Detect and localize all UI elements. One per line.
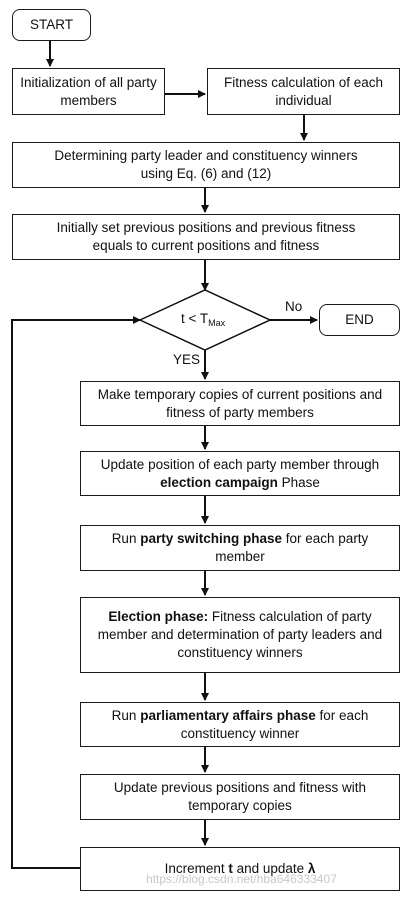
- election-text-post: Fitness calculation of party member and …: [97, 609, 383, 660]
- campaign-text-pre: Update position of each party member thr…: [100, 456, 380, 472]
- copies-box: Make temporary copies of current positio…: [80, 381, 400, 426]
- decision-diamond: [138, 289, 272, 351]
- increment-text-lambda: λ: [307, 861, 316, 876]
- parliament-text-pre: Run: [111, 707, 141, 723]
- switching-text-post: for each party member: [215, 531, 369, 564]
- yes-label: YES: [173, 352, 201, 367]
- campaign-text-post: Phase: [277, 474, 320, 490]
- switching-box: Run party switching phase for each party…: [80, 525, 400, 571]
- start-node-label: START: [29, 17, 73, 32]
- init-box-label: Initialization of all party members: [20, 74, 157, 108]
- init-box: Initialization of all party members: [12, 68, 165, 115]
- increment-text-mid: and update: [232, 861, 308, 876]
- condition-label: t < TMax: [181, 311, 225, 328]
- increment-text-pre: Increment: [164, 861, 229, 876]
- switching-box-label: Run party switching phase for each party…: [87, 530, 393, 566]
- initset-box: Initially set previous positions and pre…: [12, 214, 400, 260]
- election-box: Election phase: Fitness calculation of p…: [80, 597, 400, 673]
- increment-text-t: t: [228, 861, 233, 876]
- increment-box-label: Increment t and update λ: [165, 860, 316, 878]
- no-label: No: [285, 299, 303, 314]
- update-box: Update previous positions and fitness wi…: [80, 774, 400, 820]
- start-node: START: [12, 9, 91, 41]
- leader-box: Determining party leader and constituenc…: [12, 142, 400, 188]
- parliament-text-post: for each constituency winner: [180, 707, 369, 741]
- watermark: https://blog.csdn.net/hba646333407: [146, 872, 337, 886]
- condition-subscript: Max: [208, 318, 226, 328]
- copies-box-label: Make temporary copies of current positio…: [97, 386, 383, 420]
- increment-box: Increment t and update λ: [80, 847, 400, 891]
- campaign-text-bold: election campaign: [160, 474, 278, 490]
- update-box-label: Update previous positions and fitness wi…: [113, 780, 367, 813]
- election-box-label: Election phase: Fitness calculation of p…: [87, 608, 393, 662]
- election-text-bold: Election phase:: [108, 609, 209, 624]
- condition-t: t < T: [181, 311, 209, 326]
- parliament-text-bold: parliamentary affairs phase: [140, 707, 316, 723]
- switching-text-pre: Run: [111, 531, 141, 546]
- switching-text-bold: party switching phase: [140, 531, 283, 546]
- loop-back-arrow: [11, 316, 141, 869]
- fitness-box-label: Fitness calculation of each individual: [223, 74, 384, 108]
- initset-box-label: Initially set previous positions and pre…: [56, 220, 356, 253]
- end-node: END: [319, 304, 400, 336]
- campaign-box-label: Update position of each party member thr…: [87, 456, 393, 492]
- parliament-box-label: Run parliamentary affairs phase for each…: [87, 707, 393, 743]
- campaign-box: Update position of each party member thr…: [80, 451, 400, 496]
- end-node-label: END: [345, 312, 374, 327]
- leader-box-label: Determining party leader and constituenc…: [54, 148, 358, 181]
- fitness-box: Fitness calculation of each individual: [207, 68, 400, 115]
- parliament-box: Run parliamentary affairs phase for each…: [80, 702, 400, 747]
